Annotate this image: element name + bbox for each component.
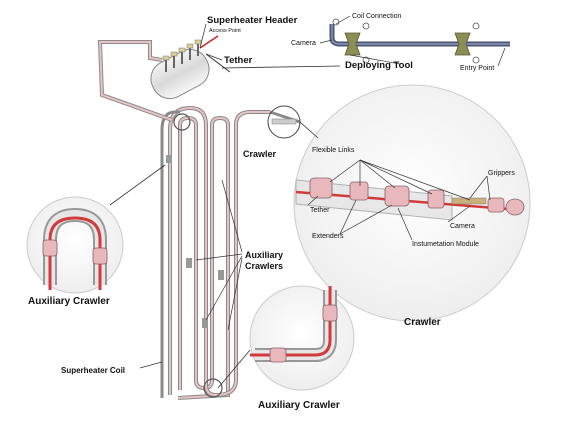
label-entry-point: Entry Point bbox=[460, 65, 494, 72]
label-coil-connection: Coil Connection bbox=[352, 13, 402, 20]
label-auxiliary-crawler-bottom: Auxiliary Crawler bbox=[258, 400, 340, 411]
label-auxiliary-crawler-left: Auxiliary Crawler bbox=[28, 296, 110, 307]
aux-crawler-marker-4 bbox=[166, 155, 172, 163]
label-camera-detail: Camera bbox=[450, 223, 475, 230]
label-camera-top: Camera bbox=[291, 40, 316, 47]
label-extenders: Extenders bbox=[312, 233, 344, 240]
label-flexible-links: Flexible Links bbox=[312, 147, 355, 154]
crawler-detail-bubble bbox=[268, 85, 530, 321]
label-instrumentation-module: Instumetation Module bbox=[412, 241, 479, 248]
superheater-header bbox=[145, 36, 230, 105]
aux-crawler-marker-3 bbox=[218, 270, 224, 280]
label-deploying-tool: Deploying Tool bbox=[345, 60, 413, 71]
label-access-point: Access Point bbox=[209, 28, 241, 34]
aux-crawler-left-bubble bbox=[27, 165, 165, 293]
label-grippers: Grippers bbox=[488, 170, 515, 177]
aux-crawler-marker-1 bbox=[186, 258, 192, 268]
label-crawler: Crawler bbox=[243, 149, 277, 159]
label-auxiliary-crawlers-line2: Crawlers bbox=[245, 261, 283, 271]
label-superheater-coil: Superheater Coil bbox=[61, 366, 125, 375]
label-tether-top: Tether bbox=[224, 55, 253, 66]
label-superheater-header: Superheater Header bbox=[207, 15, 298, 26]
label-tether-detail: Tether bbox=[310, 207, 330, 214]
aux-crawler-bottom-bubble bbox=[218, 286, 354, 390]
label-crawler-detail-title: Crawler bbox=[404, 317, 441, 328]
label-auxiliary-crawlers-line1: Auxiliary bbox=[245, 250, 283, 260]
aux-crawler-marker-2 bbox=[202, 318, 208, 328]
